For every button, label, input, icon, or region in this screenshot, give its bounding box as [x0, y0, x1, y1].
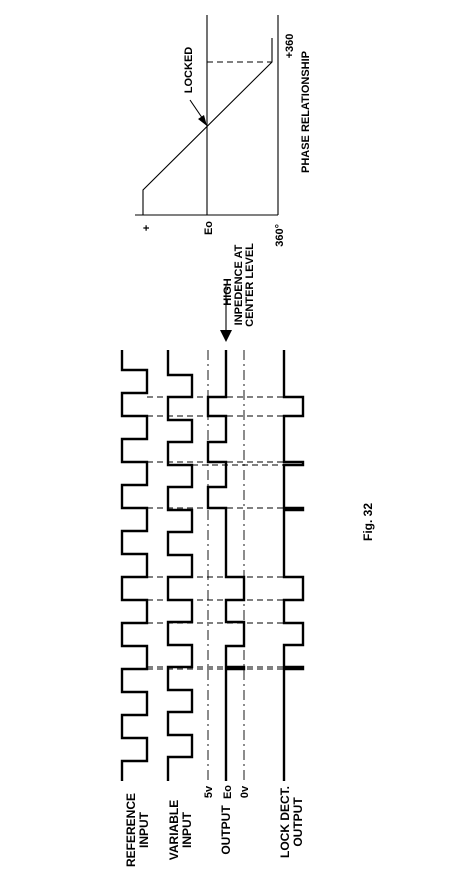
high-z-line-2: INPEDENCE AT [233, 244, 245, 325]
figure-caption: Fig. 32 [361, 503, 375, 541]
reference-waveform [120, 350, 149, 781]
variable-label-1: VARIABLE [167, 800, 181, 860]
level-eo-label: Eo [222, 785, 234, 799]
variable-waveform [166, 350, 194, 781]
high-impedance-note: HIGH INPEDENCE AT CENTER LEVEL [220, 243, 256, 342]
high-z-line-3: CENTER LEVEL [244, 243, 256, 327]
waveforms [120, 350, 305, 781]
output-waveform [206, 350, 246, 781]
lock-detect-waveform [282, 350, 305, 781]
output-label: OUTPUT [219, 805, 233, 855]
level-5v-label: 5v [203, 785, 215, 798]
lock-label-2: OUTPUT [291, 797, 305, 847]
eo-axis-label: Eo [203, 221, 215, 235]
phase-relationship-graph: + Eo 360° +360 PHASE RELATIONSHIP LOCKED [135, 15, 312, 247]
timing-markers [147, 396, 303, 670]
reference-label-2: INPUT [137, 811, 151, 848]
phase-transfer-curve [142, 38, 273, 215]
minus-360-label: 360° [274, 224, 286, 247]
plus-label: + [141, 225, 153, 231]
reference-label-1: REFERENCE [124, 793, 138, 867]
level-0v-label: 0v [239, 785, 251, 798]
waveform-labels: REFERENCE INPUT VARIABLE INPUT OUTPUT 5v… [124, 785, 305, 867]
locked-label: LOCKED [183, 47, 195, 94]
locked-arrowhead [198, 115, 207, 126]
lock-label-1: LOCK DECT. [278, 786, 292, 858]
phase-axis-title: PHASE RELATIONSHIP [300, 51, 312, 173]
high-z-arrowhead [220, 330, 232, 342]
plus-360-label: +360 [284, 34, 296, 59]
high-z-line-1: HIGH [222, 278, 234, 306]
variable-label-2: INPUT [180, 811, 194, 848]
